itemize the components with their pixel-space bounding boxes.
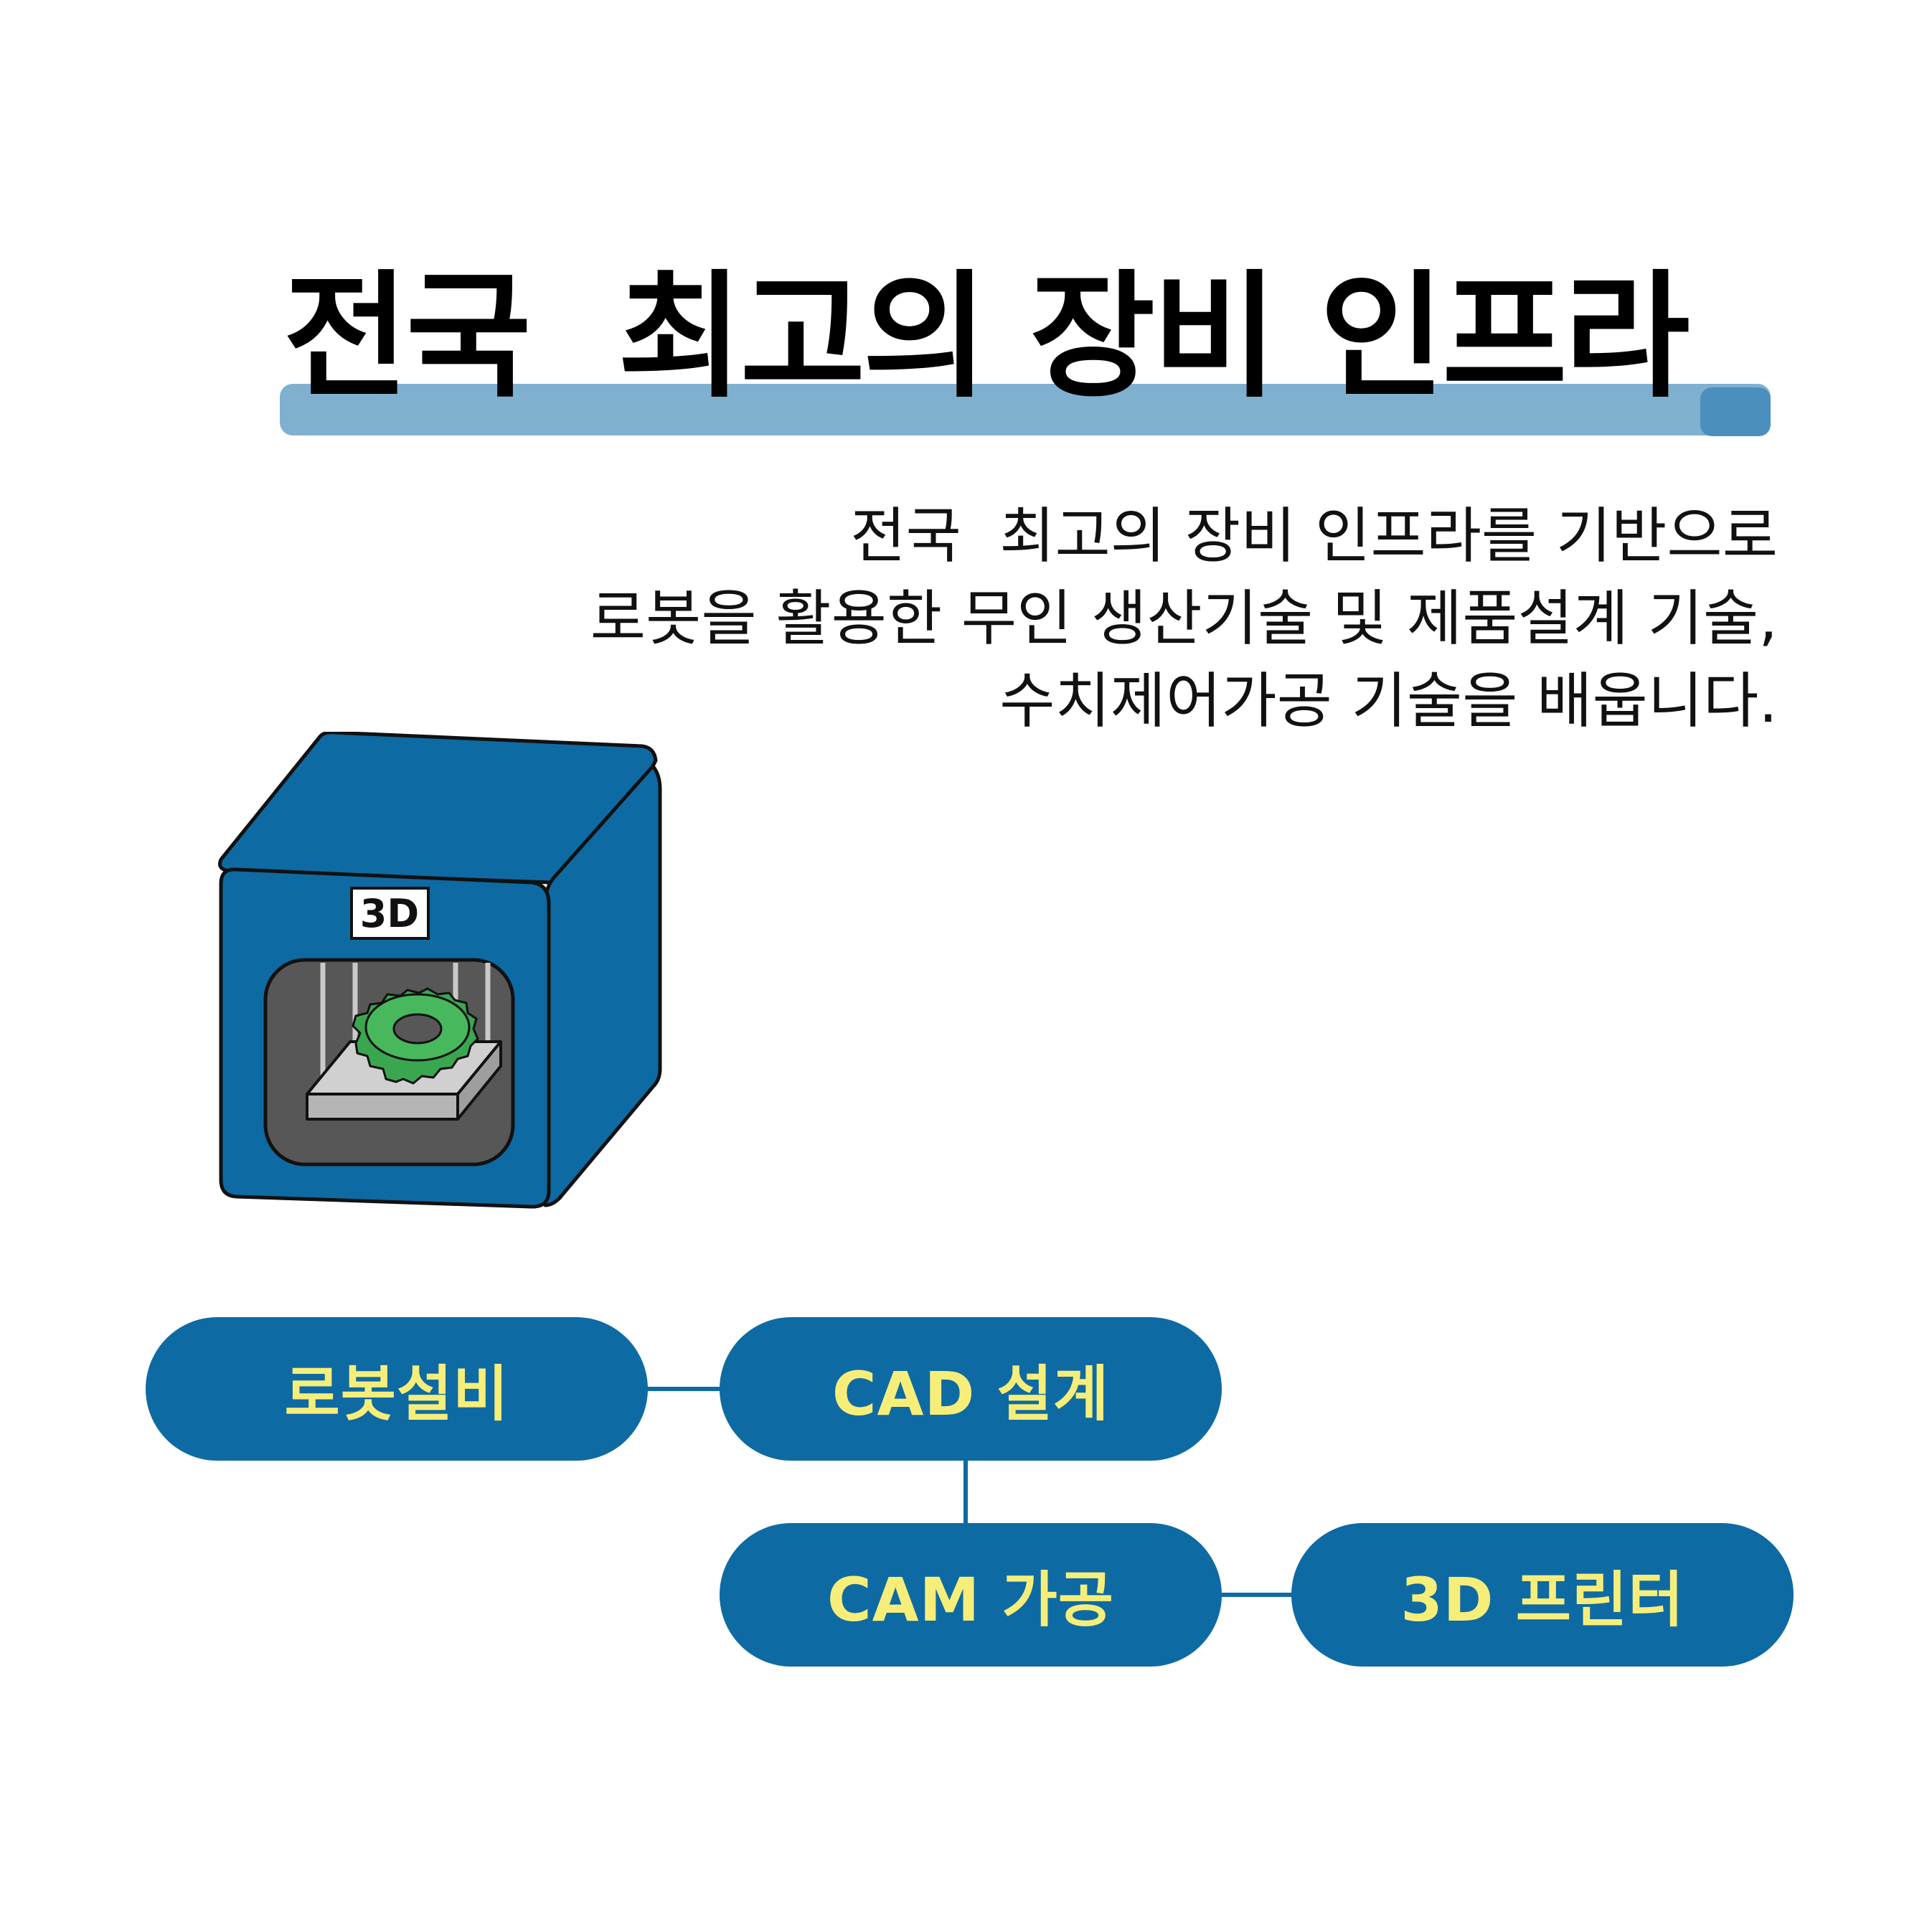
flow-node-robot-label: 로봇설비 [284, 1358, 509, 1429]
flow-node-cad: CAD 설계 [720, 1317, 1222, 1461]
connector-cam-printer [1220, 1593, 1295, 1597]
description-line-2: 로봇을 활용한 무인 생산기술 및 제품설계 기술, [590, 583, 1778, 654]
description-line-3: 수치제어가공 기술을 배웁니다. [999, 666, 1778, 736]
description: 전국 최고의 장비 인프라를 기반으로 로봇을 활용한 무인 생산기술 및 제품… [343, 495, 1778, 743]
flow-node-cam: CAM 가공 [720, 1523, 1222, 1667]
page-title: 전국 최고의 장비 인프라 [283, 258, 1690, 416]
flow-node-robot: 로봇설비 [146, 1317, 648, 1461]
flow-node-printer: 3D 프린터 [1291, 1523, 1794, 1667]
connector-robot-cad [646, 1387, 725, 1391]
title-highlight-end [1700, 387, 1771, 436]
printer-build-plate-front [306, 1093, 459, 1121]
flow-node-cam-label: CAM 가공 [826, 1564, 1115, 1635]
flow-node-printer-label: 3D 프린터 [1400, 1564, 1684, 1635]
printer-label: 3D [360, 891, 419, 936]
title-highlight [280, 384, 1771, 435]
gear-icon [352, 987, 479, 1085]
connector-cad-cam [963, 1458, 968, 1531]
printer-build-plate-side [456, 1040, 502, 1121]
gear-hole [392, 1013, 443, 1045]
flow-node-cad-label: CAD 설계 [831, 1358, 1110, 1429]
description-line-1: 전국 최고의 장비 인프라를 기반으로 [850, 501, 1778, 571]
printer-label-plate [350, 887, 430, 940]
3d-printer-icon: 3D [218, 732, 662, 1209]
